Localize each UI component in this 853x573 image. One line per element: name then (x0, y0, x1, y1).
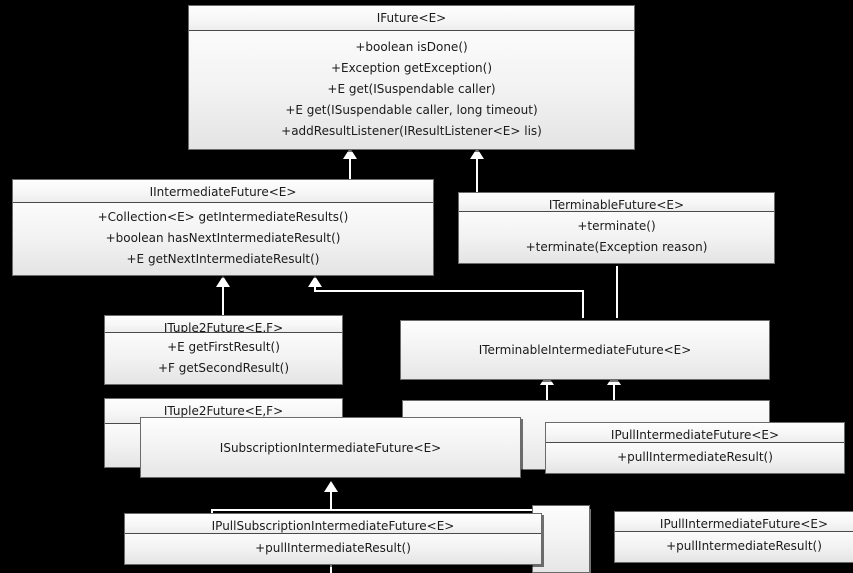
class-box-ituple2future[interactable]: ITuple2Future<E,F> +E getFirstResult() +… (104, 315, 343, 385)
connector-iintermediatefuture-to-ifuture (349, 156, 351, 180)
class-name-ipullintermediatefuture: IPullIntermediateFuture<E> (546, 423, 844, 443)
class-box-iterminableintermediatefuture[interactable]: ITerminableIntermediateFuture<E> (400, 320, 770, 380)
class-name-iterminablefuture: ITerminableFuture<E> (459, 193, 774, 212)
operation-item: +boolean isDone() (355, 40, 468, 54)
class-box-ipullsubscriptionintermediatefuture[interactable]: IPullSubscriptionIntermediateFuture<E> +… (124, 513, 542, 565)
operation-item: +pullIntermediateResult() (666, 539, 822, 553)
operation-item: +boolean hasNextIntermediateResult() (105, 231, 341, 245)
operation-item: +F getSecondResult() (157, 361, 290, 375)
connector-bottom-rail (211, 509, 591, 511)
operation-item: +Exception getException() (330, 61, 493, 75)
connector-ipull-to-iterminableintermediate (613, 382, 615, 402)
operation-item: +pullIntermediateResult() (617, 450, 773, 464)
class-name-ituple2future: ITuple2Future<E,F> (105, 316, 342, 333)
class-name-ipullintermediatefuture-2: IPullIntermediateFuture<E> (615, 512, 853, 532)
connector-isubscription-to-iterminableintermediate (546, 382, 548, 408)
connector-iterminableintermediate-drop (582, 290, 584, 318)
class-name-ipullsubscriptionintermediatefuture: IPullSubscriptionIntermediateFuture<E> (125, 514, 541, 534)
class-operations-ipullsubscriptionintermediatefuture: +pullIntermediateResult() (125, 534, 541, 564)
operation-item: +E get(ISuspendable caller) (327, 82, 496, 96)
connector-iterminableintermediate-to-iintermediatefuture (314, 284, 316, 292)
generalization-arrow-iintermediate-right (308, 276, 322, 287)
connector-iterminablefuture-to-ifuture (476, 156, 478, 192)
generalization-arrow-isubscription (324, 481, 338, 492)
class-name-iterminableintermediatefuture: ITerminableIntermediateFuture<E> (478, 343, 692, 357)
class-box-iterminablefuture[interactable]: ITerminableFuture<E> +terminate() +termi… (458, 192, 775, 264)
class-operations-iterminablefuture: +terminate() +terminate(Exception reason… (459, 212, 774, 263)
class-operations-ipullintermediatefuture-2: +pullIntermediateResult() (615, 532, 853, 562)
class-operations-ipullintermediatefuture: +pullIntermediateResult() (546, 443, 844, 473)
connector-iterminableintermediate-horizontal (314, 290, 584, 292)
operation-item: +terminate(Exception reason) (525, 240, 708, 254)
connector-bottom-rail-drop-right (589, 509, 591, 573)
connector-bottom-tail (330, 560, 332, 573)
generalization-arrow-ifuture-right (470, 148, 484, 159)
class-box-ipullintermediatefuture[interactable]: IPullIntermediateFuture<E> +pullIntermed… (545, 422, 845, 474)
operation-item: +addResultListener(IResultListener<E> li… (281, 124, 542, 138)
class-name-ifuture: IFuture<E> (189, 6, 634, 31)
connector-ipullsubscription-to-isubscription (330, 488, 332, 510)
operation-item: +pullIntermediateResult() (255, 541, 411, 555)
class-name-isubscriptionintermediatefuture: ISubscriptionIntermediateFuture<E> (219, 440, 442, 455)
operation-item: +E getNextIntermediateResult() (126, 252, 320, 266)
operation-item: +Collection<E> getIntermediateResults() (97, 210, 349, 224)
generalization-arrow-ifuture-left (343, 148, 357, 159)
class-box-ipullintermediatefuture-2[interactable]: IPullIntermediateFuture<E> +pullIntermed… (614, 511, 853, 563)
operation-item: +E get(ISuspendable caller, long timeout… (285, 103, 538, 117)
class-box-iintermediatefuture[interactable]: IIntermediateFuture<E> +Collection<E> ge… (12, 179, 434, 276)
class-operations-ifuture: +boolean isDone() +Exception getExceptio… (189, 31, 634, 149)
connector-iterminableintermediate-to-iterminablefuture (616, 266, 618, 318)
operation-item: +terminate() (577, 219, 656, 233)
class-operations-iintermediatefuture: +Collection<E> getIntermediateResults() … (13, 203, 433, 275)
class-operations-ituple2future: +E getFirstResult() +F getSecondResult() (105, 333, 342, 384)
class-name-iintermediatefuture: IIntermediateFuture<E> (13, 180, 433, 203)
generalization-arrow-iintermediate-left (216, 276, 230, 287)
operation-item: +E getFirstResult() (167, 340, 280, 354)
class-box-isubscriptionintermediatefuture[interactable]: ISubscriptionIntermediateFuture<E> (140, 417, 521, 478)
connector-ituple2future-to-iintermediatefuture (222, 284, 224, 315)
class-box-ifuture[interactable]: IFuture<E> +boolean isDone() +Exception … (188, 5, 635, 150)
